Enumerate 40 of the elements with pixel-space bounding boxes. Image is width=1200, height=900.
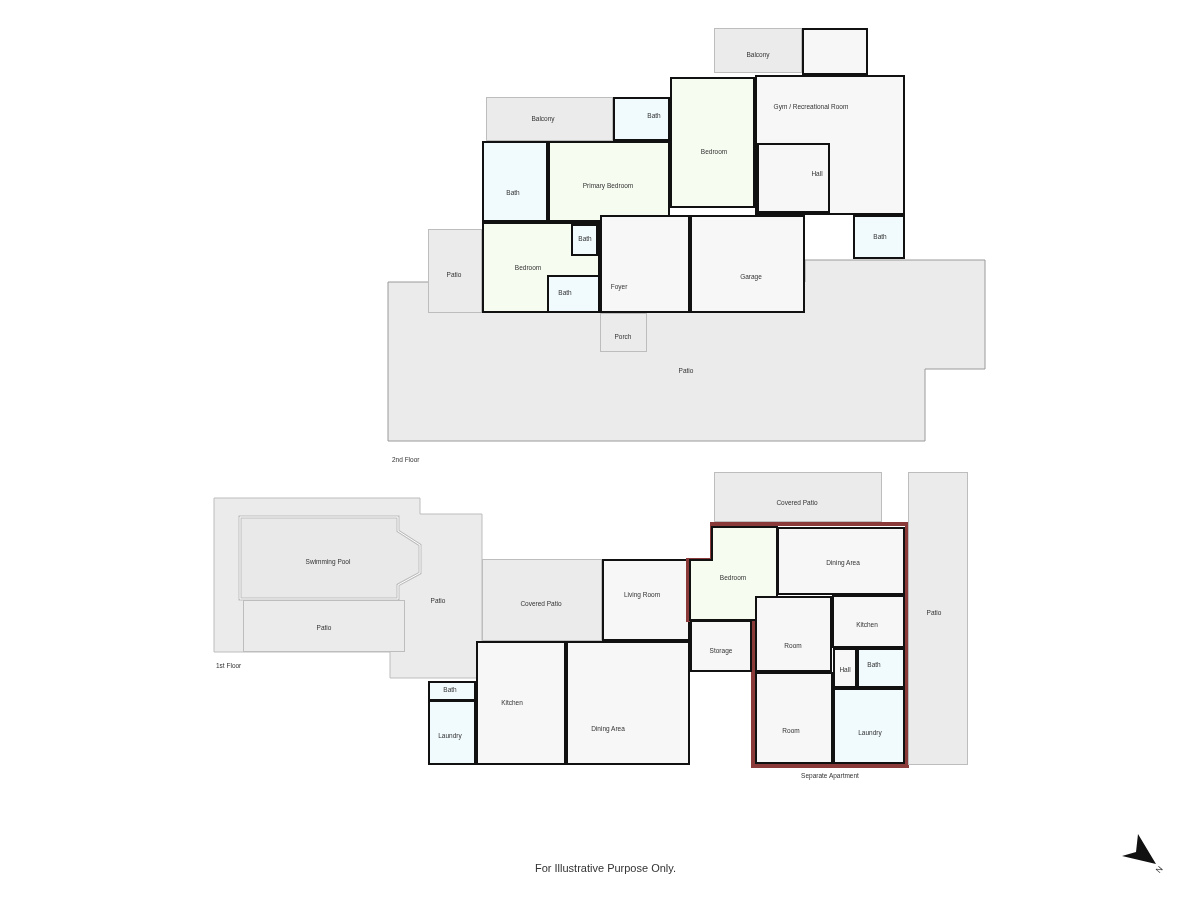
garage-area [690, 215, 805, 313]
patio-area [243, 600, 405, 652]
apartment-outline [686, 522, 908, 782]
balcony-area [486, 97, 613, 141]
bathroom-area [571, 224, 598, 256]
covered-patio-area [714, 472, 882, 522]
storage-area [690, 620, 752, 672]
bathroom-area [547, 275, 600, 313]
hall-area [757, 143, 830, 213]
balcony-area [714, 28, 802, 73]
patio-area [388, 260, 985, 441]
patio-area [214, 498, 482, 678]
swimming-pool [240, 517, 420, 599]
covered-patio-area [482, 559, 602, 641]
laundry-area [428, 700, 476, 765]
bathroom-area [428, 681, 476, 701]
room-alcove [802, 28, 868, 75]
disclaimer-note: For Illustrative Purpose Only. [535, 863, 676, 874]
bathroom-area [482, 141, 548, 222]
kitchen-area [476, 641, 566, 765]
bathroom-area [853, 215, 905, 259]
living-room-area [602, 559, 690, 641]
bedroom-area [670, 77, 755, 208]
foyer-area [600, 215, 690, 313]
laundry-area [833, 688, 905, 764]
bathroom-area [613, 97, 670, 141]
room-area [755, 672, 833, 764]
porch-area [600, 313, 647, 352]
room-area [755, 596, 832, 672]
room-area [755, 75, 905, 215]
dining-area [566, 641, 690, 765]
north-label: N [1154, 865, 1165, 875]
hall-area [833, 648, 857, 688]
kitchen-area [832, 595, 905, 648]
patio-area [908, 472, 968, 765]
bedroom-area [690, 527, 777, 620]
bedroom-area [548, 141, 670, 222]
dining-area [777, 527, 905, 595]
patio-area [428, 229, 482, 313]
bathroom-area [857, 648, 905, 688]
